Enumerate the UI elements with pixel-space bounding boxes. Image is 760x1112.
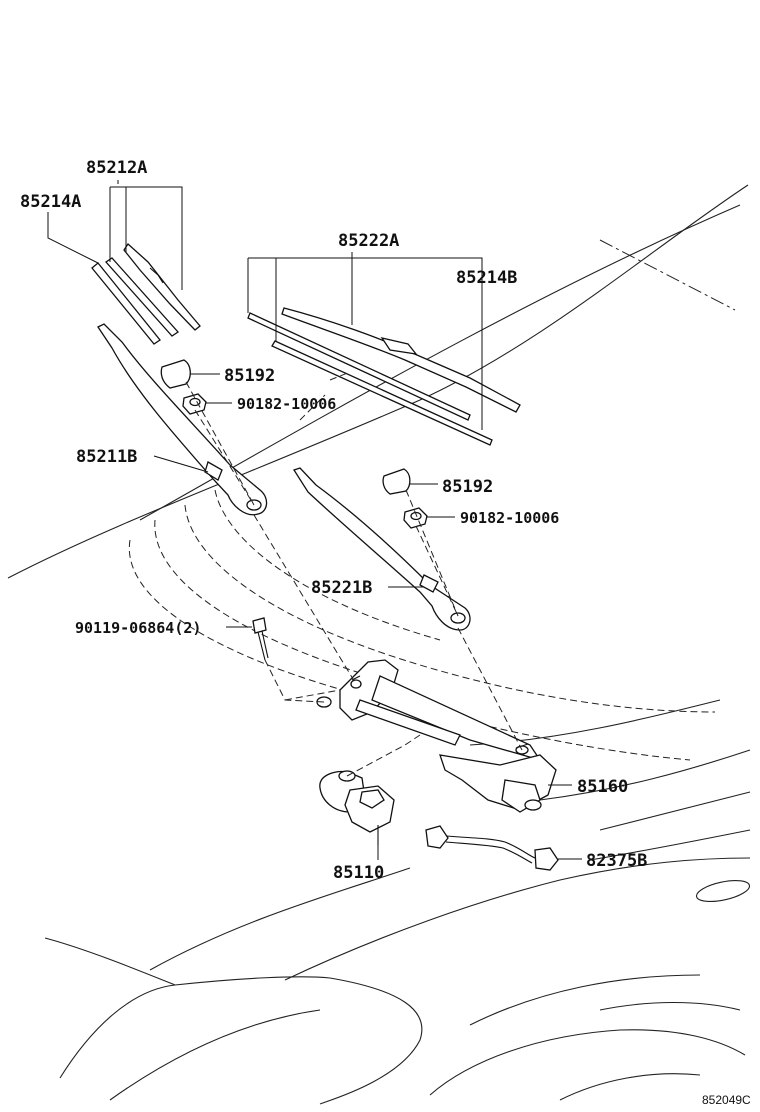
label-85160: 85160 — [577, 777, 628, 797]
assembly-dashed-lines — [185, 371, 523, 777]
label-85192-left: 85192 — [224, 366, 275, 386]
pivot-nut-90182-right — [403, 507, 428, 529]
reference-code: 852049C — [702, 1093, 751, 1107]
label-85214B: 85214B — [456, 268, 517, 288]
wiper-blade-85222A — [247, 307, 521, 446]
pivot-cap-85192-left — [160, 359, 191, 389]
label-90119: 90119-06864(2) — [75, 619, 201, 637]
label-85214A: 85214A — [20, 192, 81, 212]
label-85221B: 85221B — [311, 578, 372, 598]
wiper-blade-85212A — [91, 243, 201, 345]
label-90182-right: 90182-10006 — [460, 509, 559, 527]
label-85212A: 85212A — [86, 158, 147, 178]
label-85211B: 85211B — [76, 447, 137, 467]
leader-lines — [47, 180, 582, 860]
wiper-arm-85211B — [97, 323, 268, 516]
label-85192-right: 85192 — [442, 477, 493, 497]
wire-harness-82375B — [425, 825, 559, 871]
label-85222A: 85222A — [338, 231, 399, 251]
wiper-link-85160 — [316, 659, 557, 813]
label-90182-left: 90182-10006 — [237, 395, 336, 413]
bolt-90119 — [252, 617, 269, 661]
part-labels: 85212A 85214A 85222A 85214B 85192 90182-… — [20, 158, 647, 883]
label-82375B: 82375B — [586, 851, 647, 871]
wiper-arm-85221B — [293, 467, 471, 631]
label-85110: 85110 — [333, 863, 384, 883]
wiper-motor-85110 — [319, 770, 395, 845]
vehicle-body-outline — [7, 184, 751, 1105]
